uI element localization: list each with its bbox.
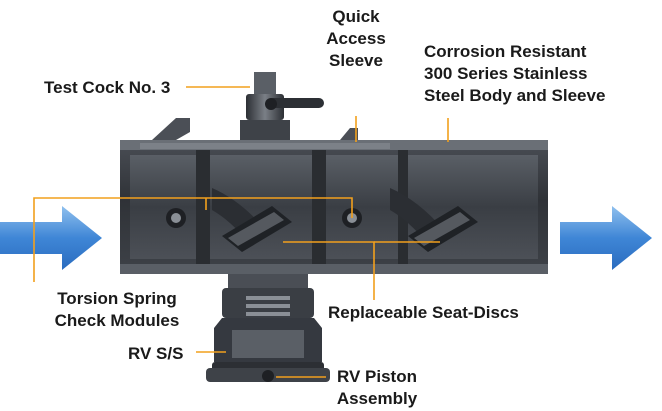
quick-access-lever <box>152 118 358 140</box>
label-torsion-line1: Torsion Spring <box>57 289 177 308</box>
relief-spring <box>246 296 290 316</box>
relief-valve <box>206 274 330 382</box>
label-corrosion-line3: Steel Body and Sleeve <box>424 86 606 105</box>
outlet-flow-arrow-icon <box>560 206 652 270</box>
check-module-1 <box>166 188 292 252</box>
label-quick-access-line1: Quick <box>332 7 380 26</box>
label-seat-discs: Replaceable Seat-Discs <box>328 303 519 322</box>
label-torsion-spring: Torsion Spring Check Modules <box>22 288 212 332</box>
inlet-flow-arrow-icon <box>0 206 102 270</box>
label-rv-piston: RV Piston Assembly <box>326 366 428 410</box>
leader-lines <box>33 86 449 378</box>
label-rv-piston-line1: RV Piston <box>337 367 417 386</box>
valve-body <box>120 140 548 274</box>
label-quick-access-line2: Access <box>326 29 386 48</box>
label-quick-access: Quick Access Sleeve <box>316 6 396 72</box>
test-cock-assembly <box>240 72 324 140</box>
leader-torsion-1 <box>33 197 353 282</box>
label-torsion-line2: Check Modules <box>54 311 180 330</box>
label-corrosion-line2: 300 Series Stainless <box>424 64 588 83</box>
label-rv-piston-line2: Assembly <box>336 389 418 408</box>
label-rv-ss: RV S/S <box>128 344 184 363</box>
label-test-cock: Test Cock No. 3 <box>44 78 171 97</box>
label-corrosion-resistant: Corrosion Resistant 300 Series Stainless… <box>424 41 605 107</box>
label-corrosion-line1: Corrosion Resistant <box>424 42 587 61</box>
label-quick-access-line3: Sleeve <box>329 51 383 70</box>
